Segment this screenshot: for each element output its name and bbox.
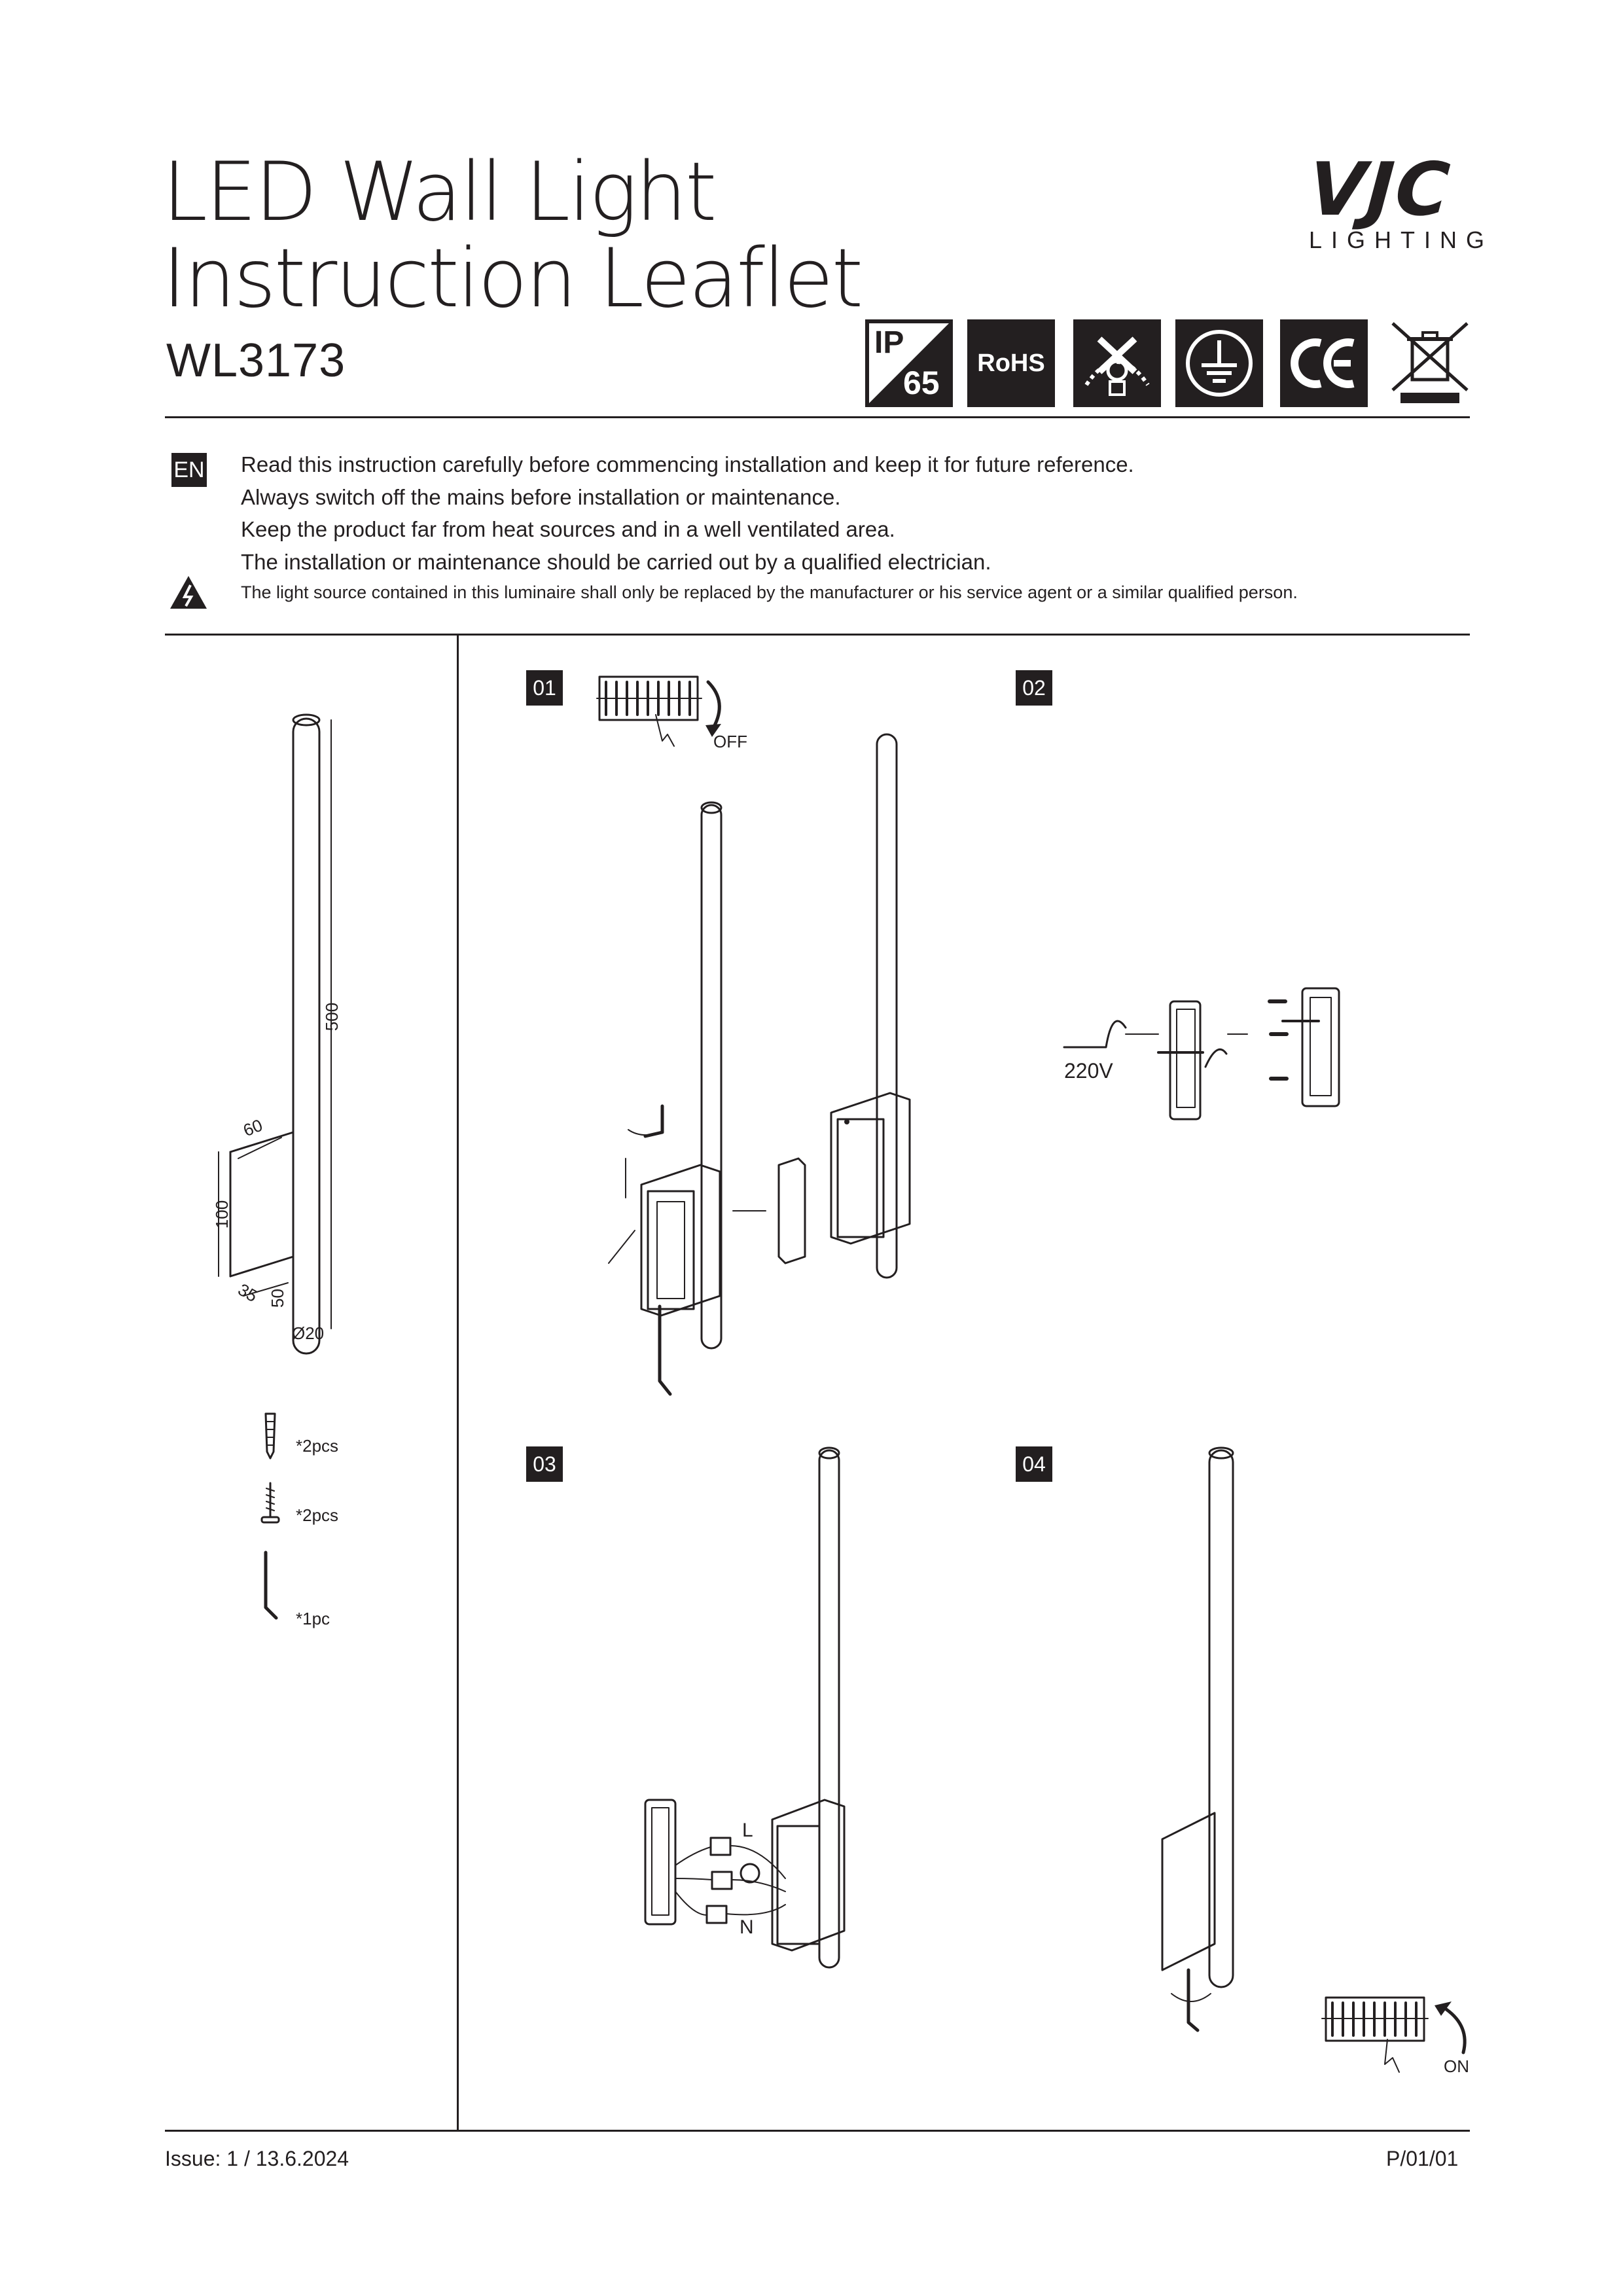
part-qty-plug: *2pcs xyxy=(296,1436,339,1456)
instruction-item: Keep the product far from heat sources a… xyxy=(241,517,895,541)
instruction-item: Always switch off the mains before insta… xyxy=(241,484,841,509)
brand-name: VJC xyxy=(1306,147,1454,232)
part-qty-screw: *2pcs xyxy=(296,1505,339,1525)
allen-key-icon xyxy=(264,1551,278,1620)
ip65-icon: IP 65 xyxy=(865,319,953,407)
title-line-2: Instruction Leaflet xyxy=(162,232,863,326)
model-number: WL3173 xyxy=(166,334,346,387)
on-label: ON xyxy=(1444,2056,1469,2076)
warning-note: The light source contained in this lumin… xyxy=(241,583,1298,602)
electric-hazard-icon xyxy=(170,576,207,609)
column-divider xyxy=(457,635,459,2131)
ip-rating: 65 xyxy=(903,365,940,401)
off-label: OFF xyxy=(713,732,747,751)
class-1-earth-icon xyxy=(1175,319,1263,407)
dimension-drawing xyxy=(218,713,332,1355)
dim-bracket: 100 xyxy=(212,1200,232,1229)
ip-label: IP xyxy=(874,325,904,360)
screw-icon xyxy=(260,1482,280,1524)
voltage-label: 220V xyxy=(1064,1059,1113,1083)
instruction-item: Read this instruction carefully before c… xyxy=(241,452,1134,476)
step-02-badge: 02 xyxy=(1016,670,1052,706)
instruction-item: The installation or maintenance should b… xyxy=(241,549,991,574)
section-divider xyxy=(165,634,1470,636)
rohs-label: RoHS xyxy=(977,349,1045,377)
brand-subtitle: LIGHTING xyxy=(1309,226,1494,253)
step-04-badge: 04 xyxy=(1016,1446,1052,1482)
part-qty-key: *1pc xyxy=(296,1609,330,1628)
breaker-off-icon xyxy=(596,675,721,747)
indoor-outdoor-icon xyxy=(1073,319,1161,407)
footer-divider xyxy=(165,2130,1470,2132)
dim-offset: 50 xyxy=(267,1289,287,1308)
issue-date: Issue: 1 / 13.6.2024 xyxy=(165,2147,349,2170)
dim-height: 500 xyxy=(322,1002,342,1031)
title-line-1: LED Wall Light xyxy=(162,145,717,240)
step-01-badge: 01 xyxy=(526,670,563,706)
step-03-badge: 03 xyxy=(526,1446,563,1482)
breaker-on-icon xyxy=(1321,1996,1467,2073)
weee-bin-icon xyxy=(1386,319,1474,407)
brand-logo: VJC LIGHTING xyxy=(1306,147,1494,254)
wall-plug-icon xyxy=(264,1412,276,1460)
dim-diameter: Ø20 xyxy=(292,1323,325,1343)
live-label: L xyxy=(742,1820,753,1841)
neutral-label: N xyxy=(740,1916,754,1938)
header-divider xyxy=(165,416,1470,418)
page-title: LED Wall Light Instruction Leaflet xyxy=(162,145,863,326)
step-01-diagram xyxy=(608,733,911,1396)
language-badge: EN xyxy=(171,453,207,487)
rohs-icon: RoHS xyxy=(967,319,1055,407)
ce-mark-icon xyxy=(1280,319,1368,407)
step-02-diagram xyxy=(1063,987,1340,1121)
step-04-diagram xyxy=(1161,1446,1234,2032)
step-03-diagram xyxy=(644,1446,846,1969)
page-number: P/01/01 xyxy=(1386,2147,1459,2170)
instruction-list: Read this instruction carefully before c… xyxy=(241,448,1134,578)
